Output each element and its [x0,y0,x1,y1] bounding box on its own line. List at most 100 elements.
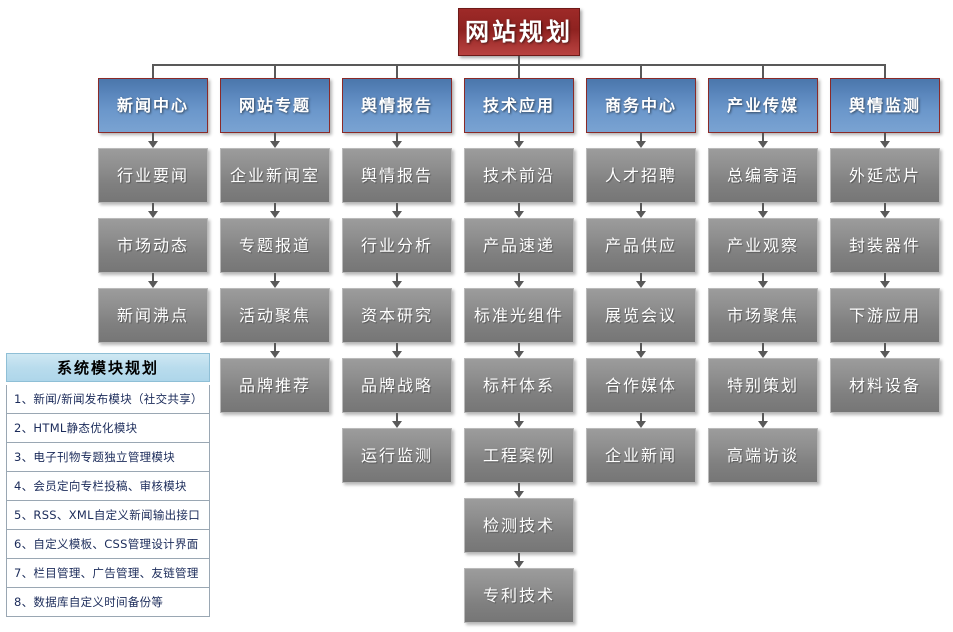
item-2-4[interactable]: 运行监测 [342,428,452,483]
connector-line-4-2 [640,273,642,282]
connector-arrow-6-2 [880,281,890,288]
connector-line-0-2 [152,273,154,282]
connector-line-2-2 [396,273,398,282]
root-node: 网站规划 [458,8,580,56]
item-6-3[interactable]: 材料设备 [830,358,940,413]
item-3-3[interactable]: 标杆体系 [464,358,574,413]
item-1-1[interactable]: 专题报道 [220,218,330,273]
module-list-item[interactable]: 4、会员定向专栏投稿、审核模块 [6,472,210,501]
item-0-0[interactable]: 行业要闻 [98,148,208,203]
module-list-item[interactable]: 1、新闻/新闻发布模块（社交共享） [6,385,210,414]
connector-line-6-2 [884,273,886,282]
item-3-0[interactable]: 技术前沿 [464,148,574,203]
item-4-1[interactable]: 产品供应 [586,218,696,273]
item-5-4[interactable]: 高端访谈 [708,428,818,483]
connector-line-1-1 [274,203,276,212]
column-drop-line-3 [518,64,520,78]
item-6-2[interactable]: 下游应用 [830,288,940,343]
item-2-1[interactable]: 行业分析 [342,218,452,273]
item-2-0[interactable]: 舆情报告 [342,148,452,203]
column-header-6[interactable]: 舆情监测 [830,78,940,133]
connector-arrow-3-5 [514,491,524,498]
column-header-2[interactable]: 舆情报告 [342,78,452,133]
item-1-2[interactable]: 活动聚焦 [220,288,330,343]
module-list-item[interactable]: 5、RSS、XML自定义新闻输出接口 [6,501,210,530]
item-6-0[interactable]: 外延芯片 [830,148,940,203]
connector-arrow-0-2 [148,281,158,288]
item-0-2[interactable]: 新闻沸点 [98,288,208,343]
module-list-item[interactable]: 7、栏目管理、广告管理、友链管理 [6,559,210,588]
column-drop-line-6 [884,64,886,78]
item-0-1[interactable]: 市场动态 [98,218,208,273]
column-drop-line-2 [396,64,398,78]
connector-arrow-5-0 [758,141,768,148]
connector-arrow-1-1 [270,211,280,218]
item-5-3[interactable]: 特别策划 [708,358,818,413]
connector-line-1-0 [274,133,276,142]
item-1-3[interactable]: 品牌推荐 [220,358,330,413]
connector-arrow-4-0 [636,141,646,148]
module-list-item[interactable]: 6、自定义模板、CSS管理设计界面 [6,530,210,559]
connector-line-3-6 [518,553,520,562]
item-4-4[interactable]: 企业新闻 [586,428,696,483]
connector-line-5-1 [762,203,764,212]
connector-line-3-5 [518,483,520,492]
column-header-3[interactable]: 技术应用 [464,78,574,133]
item-2-3[interactable]: 品牌战略 [342,358,452,413]
item-3-6[interactable]: 专利技术 [464,568,574,623]
connector-arrow-6-3 [880,351,890,358]
connector-arrow-4-3 [636,351,646,358]
item-1-0[interactable]: 企业新闻室 [220,148,330,203]
connector-line-5-2 [762,273,764,282]
connector-arrow-1-0 [270,141,280,148]
item-5-2[interactable]: 市场聚焦 [708,288,818,343]
item-6-1[interactable]: 封装器件 [830,218,940,273]
connector-arrow-3-0 [514,141,524,148]
item-3-2[interactable]: 标准光组件 [464,288,574,343]
column-drop-line-0 [152,64,154,78]
connector-line-5-4 [762,413,764,422]
connector-arrow-4-2 [636,281,646,288]
connector-line-3-1 [518,203,520,212]
item-3-5[interactable]: 检测技术 [464,498,574,553]
connector-arrow-3-1 [514,211,524,218]
connector-arrow-3-2 [514,281,524,288]
connector-line-5-0 [762,133,764,142]
item-4-3[interactable]: 合作媒体 [586,358,696,413]
connector-line-6-3 [884,343,886,352]
item-4-0[interactable]: 人才招聘 [586,148,696,203]
column-header-5[interactable]: 产业传媒 [708,78,818,133]
column-header-1[interactable]: 网站专题 [220,78,330,133]
item-5-0[interactable]: 总编寄语 [708,148,818,203]
connector-arrow-0-1 [148,211,158,218]
connector-line-0-0 [152,133,154,142]
module-list-item[interactable]: 3、电子刊物专题独立管理模块 [6,443,210,472]
item-4-2[interactable]: 展览会议 [586,288,696,343]
root-trunk-line [518,56,520,64]
connector-arrow-3-3 [514,351,524,358]
item-3-4[interactable]: 工程案例 [464,428,574,483]
item-5-1[interactable]: 产业观察 [708,218,818,273]
item-2-2[interactable]: 资本研究 [342,288,452,343]
connector-line-2-1 [396,203,398,212]
module-list-item[interactable]: 2、HTML静态优化模块 [6,414,210,443]
connector-arrow-4-4 [636,421,646,428]
connector-line-1-3 [274,343,276,352]
connector-line-1-2 [274,273,276,282]
module-list-item[interactable]: 8、数据库自定义时间备份等 [6,588,210,617]
connector-arrow-2-0 [392,141,402,148]
column-header-0[interactable]: 新闻中心 [98,78,208,133]
connector-line-4-0 [640,133,642,142]
item-3-1[interactable]: 产品速递 [464,218,574,273]
column-header-4[interactable]: 商务中心 [586,78,696,133]
connector-line-4-1 [640,203,642,212]
connector-arrow-0-0 [148,141,158,148]
connector-line-3-2 [518,273,520,282]
connector-line-3-4 [518,413,520,422]
connector-line-0-1 [152,203,154,212]
column-drop-line-1 [274,64,276,78]
connector-line-2-3 [396,343,398,352]
connector-arrow-2-4 [392,421,402,428]
